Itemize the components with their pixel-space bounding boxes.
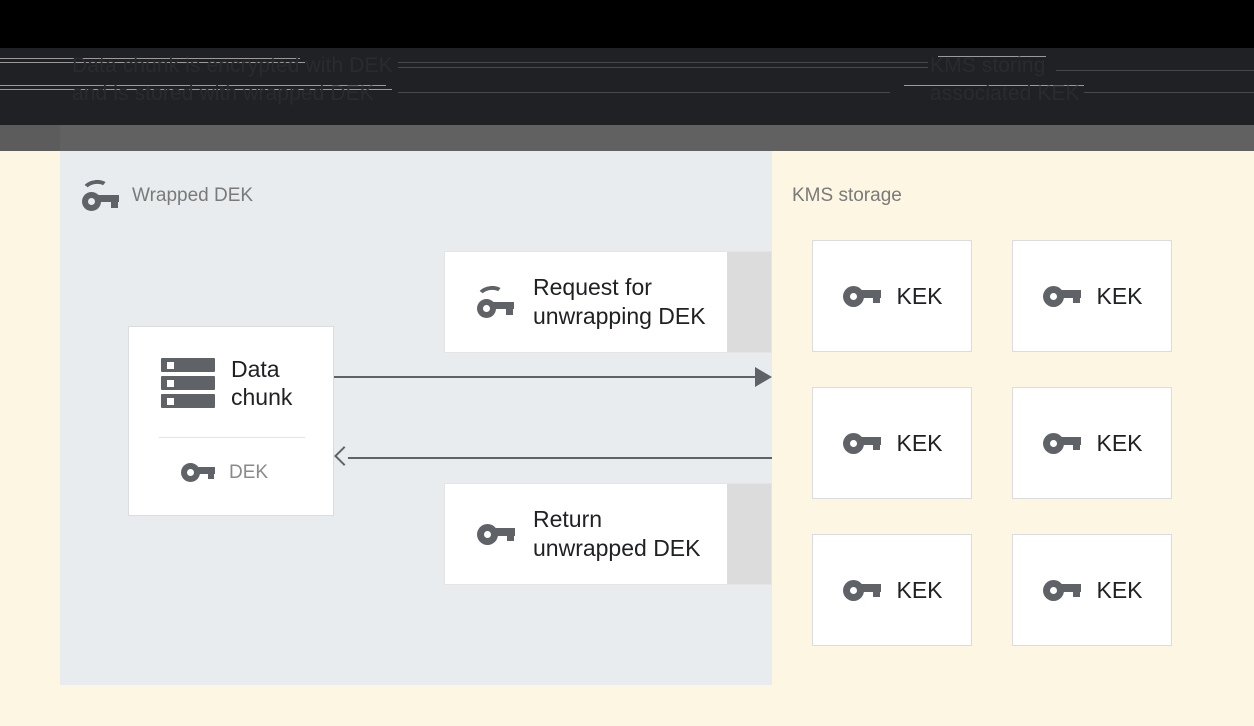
- storage-chunk-icon: [161, 356, 215, 410]
- return-card-content: Return unwrapped DEK: [475, 484, 701, 584]
- request-card-edge-strip: [727, 252, 771, 352]
- key-icon: [1041, 431, 1082, 455]
- return-card-edge-strip: [727, 484, 771, 584]
- data-chunk-card: Data chunk DEK: [128, 326, 334, 516]
- dek-label: DEK: [229, 461, 269, 483]
- request-card-label: Request for unwrapping DEK: [533, 274, 706, 329]
- data-chunk-row: Data chunk: [161, 355, 292, 411]
- kek-grid: KEK KEK KEK: [812, 240, 1172, 646]
- kek-card: KEK: [812, 387, 972, 499]
- request-card-content: Request for unwrapping DEK: [475, 252, 706, 352]
- header-caption-right: KMS storing associated KEK: [930, 54, 1080, 105]
- kek-label: KEK: [1096, 576, 1143, 603]
- return-unwrapped-card: Return unwrapped DEK: [444, 483, 772, 585]
- header-gray-notch: [0, 125, 60, 151]
- kms-storage-title: KMS storage: [792, 185, 902, 206]
- kek-label: KEK: [896, 282, 943, 309]
- header-caption-left: Data chunk is encrypted with DEK and is …: [72, 54, 393, 105]
- kek-label: KEK: [896, 576, 943, 603]
- key-icon: [1041, 284, 1082, 308]
- kek-card: KEK: [812, 534, 972, 646]
- kek-card: KEK: [1012, 534, 1172, 646]
- wrapped-key-icon: [80, 178, 120, 211]
- header-gray-band: [0, 125, 1254, 151]
- dek-row: DEK: [181, 461, 268, 483]
- request-arrow: [334, 376, 764, 378]
- kek-label: KEK: [1096, 282, 1143, 309]
- kek-card: KEK: [1012, 387, 1172, 499]
- kek-label: KEK: [1096, 429, 1143, 456]
- key-icon: [841, 284, 882, 308]
- return-arrow: [348, 457, 772, 459]
- key-icon: [1041, 578, 1082, 602]
- request-unwrap-card: Request for unwrapping DEK: [444, 251, 772, 353]
- kek-card: KEK: [812, 240, 972, 352]
- key-icon: [475, 522, 515, 546]
- key-icon: [181, 461, 215, 483]
- kek-label: KEK: [896, 429, 943, 456]
- wrapped-dek-title: Wrapped DEK: [132, 185, 254, 206]
- key-icon: [841, 431, 882, 455]
- header-dark-band: [0, 48, 1254, 125]
- data-chunk-divider: [159, 437, 305, 438]
- return-card-label: Return unwrapped DEK: [533, 506, 701, 561]
- wrapped-key-icon: [475, 284, 515, 318]
- key-icon: [841, 578, 882, 602]
- kek-card: KEK: [1012, 240, 1172, 352]
- data-chunk-label: Data chunk: [231, 356, 293, 410]
- request-arrow-head-icon: [755, 367, 772, 387]
